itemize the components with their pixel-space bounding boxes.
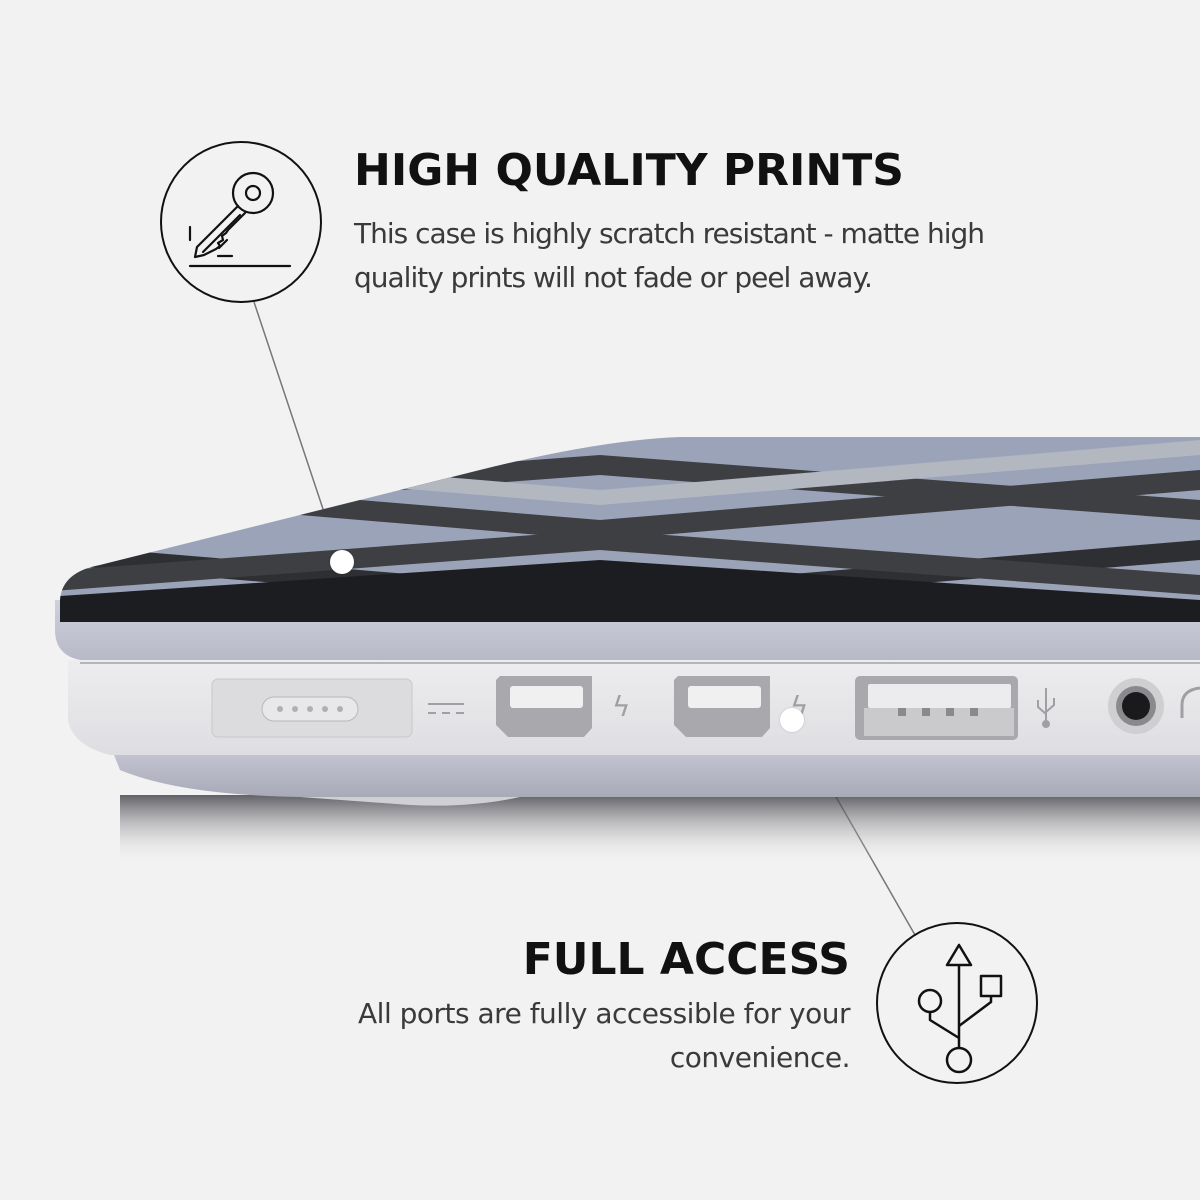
feature-title-full-access: FULL ACCESS	[522, 934, 850, 985]
dc-power-icon	[428, 703, 464, 714]
feature-desc-line-2: convenience.	[669, 1041, 851, 1074]
key-scratch-icon	[188, 171, 292, 268]
feature-desc-line-1: All ports are fully accessible for your	[358, 997, 850, 1030]
key-scratch-icon-circle	[160, 141, 322, 303]
feature-title-high-quality-prints: HIGH QUALITY PRINTS	[354, 145, 904, 196]
callout-dot-print	[330, 550, 354, 574]
feature-desc-line-2: quality prints will not fade or peel awa…	[354, 261, 873, 294]
svg-text:ϟ: ϟ	[612, 690, 630, 723]
feature-desc-line-1: This case is highly scratch resistant - …	[354, 217, 985, 250]
usb-icon-circle	[876, 922, 1038, 1084]
usb-icon	[917, 943, 1003, 1074]
callout-dot-ports	[780, 708, 804, 732]
usb-port-icon	[1037, 688, 1055, 728]
